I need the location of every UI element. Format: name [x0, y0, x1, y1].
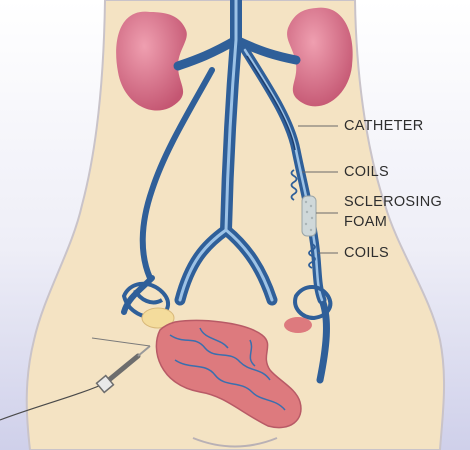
left-pelvic-plexus [121, 281, 170, 319]
navel-curve [192, 437, 278, 448]
lower-coils [308, 243, 316, 269]
upper-coils [290, 169, 298, 201]
label-coils-upper-text: COILS [344, 164, 390, 180]
right-ovary [284, 317, 312, 333]
sclerosing-foam [301, 195, 317, 237]
foam-texture [304, 200, 314, 232]
label-coils-lower-text: COILS [344, 245, 390, 261]
label-sclerosing-line1: SCLEROSING [344, 194, 443, 210]
right-pelvic-plexus [293, 285, 333, 321]
label-catheter: CATHETER [344, 116, 423, 136]
torso [25, 0, 446, 450]
left-kidney [116, 11, 187, 111]
label-coils-upper: COILS [344, 162, 389, 182]
right-kidney [287, 7, 353, 107]
left-ovary [141, 307, 175, 329]
label-catheter-text: CATHETER [344, 118, 424, 134]
label-sclerosing-line2: FOAM [344, 214, 388, 230]
catheter-line [246, 55, 296, 151]
uterine-vessels [169, 327, 286, 411]
uterus [155, 319, 302, 429]
venous-system [121, 0, 330, 384]
syringe-needle-icon [0, 337, 151, 421]
label-sclerosing-foam: SCLEROSING FOAM [344, 192, 442, 232]
label-coils-lower: COILS [344, 243, 389, 263]
leader-lines [298, 125, 338, 254]
